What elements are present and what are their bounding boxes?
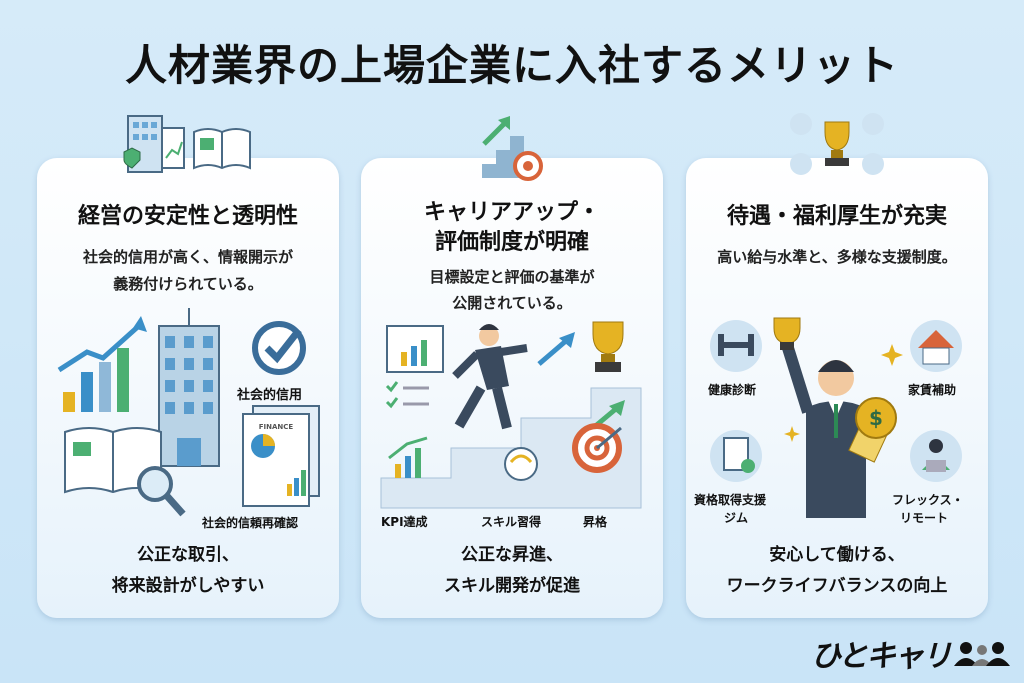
- label-skill: スキル習得: [481, 515, 542, 529]
- logo-text: ひとキャリ: [810, 639, 952, 674]
- label-remote: リモート: [900, 511, 949, 525]
- stability-illustration: FINANCE: [57, 308, 320, 517]
- card-benefits: 待遇・福利厚生が充実 高い給与水準と、多様な支援制度。 $ 健康診断 家賃補助 …: [686, 113, 988, 618]
- label-promotion: 昇格: [583, 515, 608, 529]
- label-health-check: 健康診断: [708, 383, 757, 397]
- brand-logo: ひとキャリ: [811, 631, 1010, 675]
- label-rent-subsidy: 家賃補助: [908, 383, 957, 397]
- card-subtitle-line1: 社会的信用が高く、情報開示が: [82, 248, 293, 266]
- chart-window-icon: [386, 325, 444, 373]
- running-businessman-icon: [452, 324, 528, 430]
- label-trust-reconfirm: 社会的信頼再確認: [202, 516, 299, 530]
- brain-head-icon: [504, 447, 538, 481]
- svg-text:$: $: [869, 406, 883, 430]
- card-heading: 待遇・福利厚生が充実: [726, 204, 947, 229]
- page-title: 人材業界の上場企業に入社するメリット: [124, 41, 899, 90]
- checkmark-circle-icon: [252, 321, 306, 375]
- card-footer-line2: 将来設計がしやすい: [111, 576, 265, 596]
- magnifier-icon: [137, 466, 186, 517]
- clipboard-check-icon: [710, 430, 762, 482]
- target-icon: [572, 423, 622, 473]
- building-report-icon: [123, 115, 251, 173]
- trophy-icon: [592, 321, 624, 372]
- label-flex: フレックス・: [892, 493, 964, 507]
- card-footer-line2: ワークライフバランスの向上: [726, 576, 948, 596]
- card-heading: 経営の安定性と透明性: [77, 204, 298, 229]
- card-subtitle-line2: 義務付けられている。: [113, 275, 263, 293]
- businessman-trophy-icon: $: [773, 317, 897, 518]
- finance-document-icon: [242, 405, 320, 507]
- card-footer-line1: 公正な取引、: [137, 545, 239, 565]
- card-footer-line1: 安心して働ける、: [769, 545, 905, 565]
- card-subtitle-line1: 目標設定と評価の基準が: [429, 268, 595, 286]
- card-career: キャリアアップ・ 評価制度が明確 目標設定と評価の基準が 公開されている。 KP…: [361, 116, 663, 618]
- label-certification-support: 資格取得支援: [694, 493, 767, 507]
- card-subtitle-line2: 公開されている。: [452, 294, 572, 312]
- benefits-illustration: $: [710, 317, 962, 518]
- career-illustration: [380, 321, 642, 509]
- label-kpi: KPI達成: [381, 515, 428, 529]
- people-icon: [954, 642, 1010, 666]
- house-icon: [910, 320, 962, 372]
- benefits-cluster-icon: [790, 113, 884, 175]
- label-gym: ジム: [724, 511, 749, 525]
- office-building-icon: [158, 308, 220, 467]
- card-subtitle: 高い給与水準と、多様な支援制度。: [717, 248, 957, 266]
- label-social-credit: 社会的信用: [237, 388, 303, 403]
- stairs-target-icon: [482, 116, 543, 181]
- sparkle-icon: [784, 344, 903, 442]
- growth-chart-icon: [57, 316, 147, 412]
- card-heading-line1: キャリアアップ・: [423, 200, 600, 225]
- card-footer-line1: 公正な昇進、: [461, 545, 563, 565]
- dumbbell-icon: [710, 320, 762, 372]
- kpi-chart-icon: [388, 436, 428, 478]
- card-stability: 経営の安定性と透明性 社会的信用が高く、情報開示が 義務付けられている。: [37, 115, 339, 618]
- open-report-book-icon: [64, 427, 162, 494]
- card-footer-line2: スキル開発が促進: [444, 576, 580, 596]
- remote-worker-icon: [910, 430, 962, 482]
- finance-label: FINANCE: [259, 423, 294, 431]
- card-heading-line2: 評価制度が明確: [434, 230, 589, 255]
- checklist-icon: [385, 381, 429, 409]
